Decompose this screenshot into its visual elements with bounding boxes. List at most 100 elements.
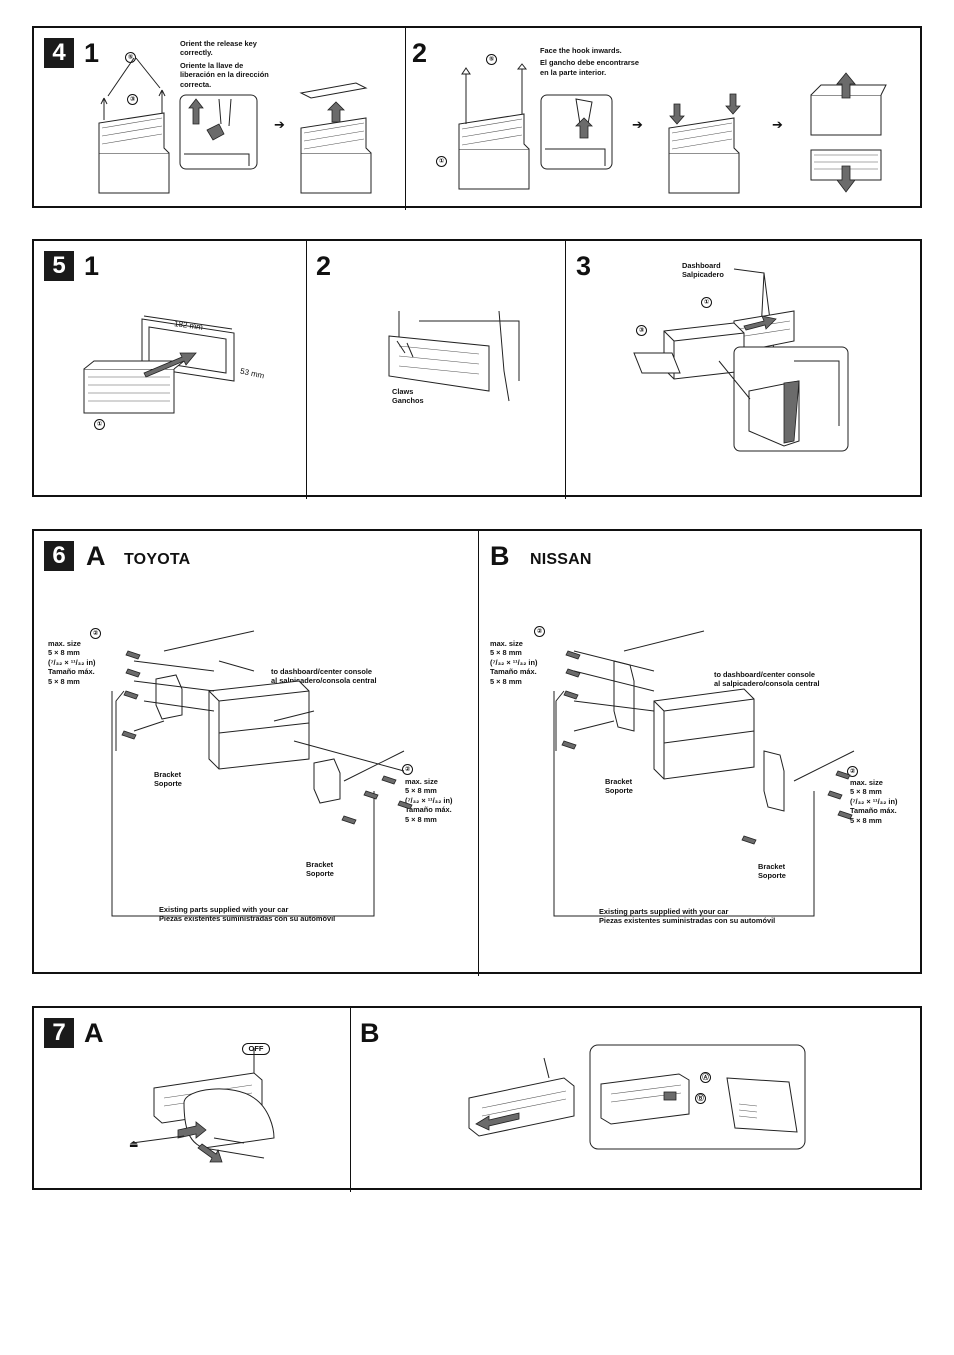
instruction-english: Orient the release key correctly. (180, 39, 257, 58)
max-size-value: 5 × 8 mm (48, 648, 80, 658)
screw-max-size-left: max. size 5 × 8 mm (⁷/₃₂ × ¹¹/₃₂ in) Tam… (490, 639, 537, 686)
console-english: to dashboard/center console (714, 670, 816, 679)
section-5-panel: 5 1 2 3 182 mm 53 mm ① Claws Ganchos Das… (32, 239, 922, 499)
instruction-spanish: El gancho debe encontrarse en la parte i… (540, 58, 639, 77)
step-2-number: 2 (412, 38, 428, 68)
callout-a: Ⓐ (700, 1072, 711, 1083)
bracket-label: Bracket Soporte (758, 862, 786, 881)
unit-insert-illustration (633, 268, 849, 452)
existing-english: Existing parts supplied with your car (599, 907, 729, 916)
step-divider (565, 241, 566, 499)
bracket-english: Bracket (605, 777, 633, 786)
instruction-spanish: Oriente la llave de liberación en la dir… (180, 60, 269, 89)
section-6-panel: 6 A TOYOTA B NISSAN ② max. size 5 × 8 mm… (32, 529, 922, 976)
variant-divider (478, 531, 479, 976)
step-1-instruction: Orient the release key correctly. Orient… (180, 39, 280, 89)
existing-spanish: Piezas existentes suministradas con su a… (599, 916, 776, 926)
max-size-value-es: 5 × 8 mm (490, 676, 522, 686)
claws-english: Claws (392, 387, 414, 396)
step-divider (306, 241, 307, 499)
step-1-number: 1 (84, 38, 100, 68)
claws-label: Claws Ganchos (392, 387, 424, 406)
bracket-label: Bracket Soporte (306, 860, 334, 879)
bracket-english: Bracket (154, 770, 182, 779)
claws-spanish: Ganchos (392, 396, 424, 406)
max-size-value: 5 × 8 mm (490, 648, 522, 658)
console-label: to dashboard/center console al salpicade… (271, 667, 377, 686)
max-size-label-es: Tamaño máx. (850, 806, 897, 816)
max-size-value: 5 × 8 mm (405, 786, 437, 796)
existing-parts-label: Existing parts supplied with your car Pi… (159, 905, 335, 924)
max-size-value: 5 × 8 mm (850, 787, 882, 797)
bracket-spanish: Soporte (605, 786, 633, 796)
nissan-bracket-exploded-diagram (553, 630, 855, 917)
variant-b-letter: B (360, 1018, 380, 1048)
bracket-spanish: Soporte (758, 871, 786, 881)
unit-pulled-apart-illustration (810, 72, 887, 193)
section-6-badge: 6 (44, 541, 74, 571)
variant-a-letter: A (84, 1018, 104, 1048)
brand-toyota: TOYOTA (124, 551, 191, 568)
instruction-english: Face the hook inwards. (540, 46, 622, 55)
screw-max-size-right: max. size 5 × 8 mm (⁷/₃₂ × ¹¹/₃₂ in) Tam… (405, 777, 452, 824)
callout-1: ① (94, 419, 105, 430)
bracket-label: Bracket Soporte (605, 777, 633, 796)
callout-2: ② (534, 626, 545, 637)
callout-3: ③ (127, 94, 138, 105)
unit-hooks-pressed-illustration (668, 93, 741, 194)
release-key-detail (179, 94, 258, 170)
callout-1: ① (701, 297, 712, 308)
dashboard-spanish: Salpicadero (682, 270, 724, 280)
max-size-inches: (⁷/₃₂ × ¹¹/₃₂ in) (490, 657, 538, 667)
max-size-label: max. size (405, 777, 438, 786)
dashboard-label: Dashboard Salpicadero (682, 261, 724, 280)
variant-divider (350, 1008, 351, 1192)
bracket-label: Bracket Soporte (154, 770, 182, 789)
step-2-instruction: Face the hook inwards. El gancho debe en… (540, 46, 640, 77)
callout-1: ① (436, 156, 447, 167)
next-arrow: ➔ (274, 117, 285, 132)
step-divider (405, 28, 406, 210)
console-label: to dashboard/center console al salpicade… (714, 670, 820, 689)
section-7-panel: 7 A B OFF ⏏ Ⓐ Ⓑ (32, 1006, 922, 1192)
console-english: to dashboard/center console (271, 667, 373, 676)
detach-faceplate-hand-illustration (131, 1048, 275, 1163)
claws-in-dashboard-illustration (388, 310, 520, 402)
bracket-spanish: Soporte (306, 869, 334, 879)
console-spanish: al salpicadero/consola central (714, 679, 820, 689)
dashboard-english: Dashboard (682, 261, 721, 270)
callout-3: ③ (636, 325, 647, 336)
toyota-bracket-exploded-diagram (111, 630, 413, 917)
unit-with-hooks-illustration (458, 63, 530, 190)
existing-parts-label: Existing parts supplied with your car Pi… (599, 907, 775, 926)
next-arrow: ➔ (772, 117, 783, 132)
hook-detail (540, 94, 613, 170)
callout-2: ② (847, 766, 858, 777)
existing-english: Existing parts supplied with your car (159, 905, 289, 914)
step-1-number: 1 (84, 251, 100, 281)
section-7-badge: 7 (44, 1018, 74, 1048)
bracket-english: Bracket (306, 860, 334, 869)
section-4-panel: 4 1 2 Orient the release key correctly. … (32, 26, 922, 210)
bracket-english: Bracket (758, 862, 786, 871)
max-size-value-es: 5 × 8 mm (850, 815, 882, 825)
unit-with-keys-illustration (98, 57, 170, 194)
max-size-label: max. size (48, 639, 81, 648)
section-5-badge: 5 (44, 251, 74, 281)
off-button-label: OFF (242, 1043, 270, 1055)
max-size-label-es: Tamaño máx. (48, 667, 95, 677)
max-size-inches: (⁷/₃₂ × ¹¹/₃₂ in) (850, 796, 898, 806)
release-button-icon: ⏏ (129, 1139, 139, 1150)
callout-5: ⑤ (486, 54, 497, 65)
step-2-number: 2 (316, 251, 332, 281)
screw-max-size-right: max. size 5 × 8 mm (⁷/₃₂ × ¹¹/₃₂ in) Tam… (850, 778, 897, 825)
callout-2: ② (402, 764, 413, 775)
max-size-label-es: Tamaño máx. (490, 667, 537, 677)
section-4-badge: 4 (44, 38, 74, 68)
existing-spanish: Piezas existentes suministradas con su a… (159, 914, 336, 924)
variant-b-letter: B (490, 541, 510, 571)
max-size-label-es: Tamaño máx. (405, 805, 452, 815)
step-3-number: 3 (576, 251, 592, 281)
bracket-spanish: Soporte (154, 779, 182, 789)
screw-max-size-left: max. size 5 × 8 mm (⁷/₃₂ × ¹¹/₃₂ in) Tam… (48, 639, 95, 686)
